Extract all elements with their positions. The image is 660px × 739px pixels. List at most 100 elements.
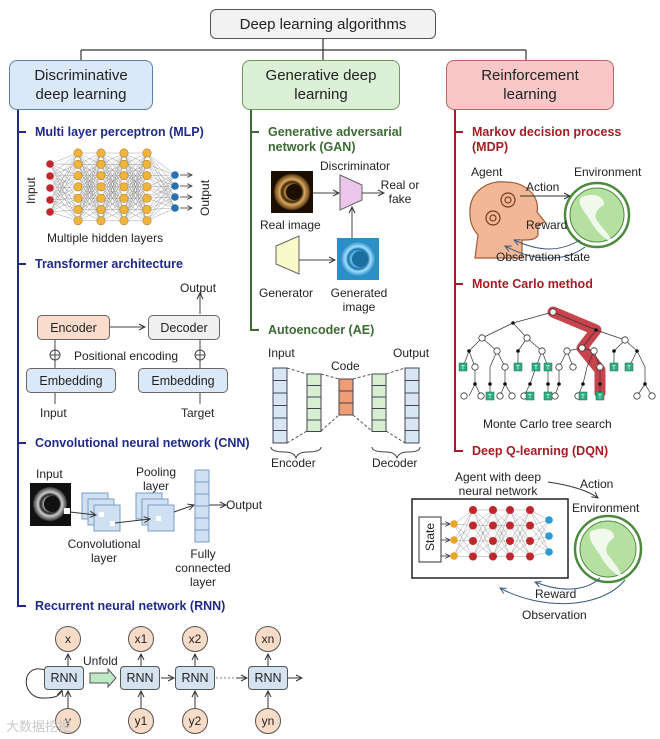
- tree-node-filled: [635, 349, 639, 353]
- net-edge: [472, 525, 494, 557]
- tree-node-open: [551, 392, 559, 400]
- tree-node-filled: [516, 349, 520, 353]
- net-edge: [453, 525, 474, 557]
- net-edge: [529, 525, 550, 553]
- net-edge: [146, 207, 176, 221]
- section-title-mlp: Multi layer perceptron (MLP): [35, 125, 204, 139]
- rnn-input-node: y: [55, 708, 81, 734]
- section-title-rnn: Recurrent neural network (RNN): [35, 599, 226, 613]
- net-node: [96, 148, 106, 158]
- ae-input-layer: [272, 367, 288, 381]
- tree-node-open: [596, 363, 604, 371]
- net-node: [119, 182, 129, 192]
- cnn-diagram: [30, 469, 226, 543]
- rnn-cell: RNN: [44, 666, 84, 690]
- dqn-reward-label: Reward: [535, 587, 577, 601]
- tree-node-filled: [467, 349, 471, 353]
- mdp-environment-label: Environment: [574, 165, 642, 179]
- net-edge: [49, 198, 79, 213]
- net-edge: [49, 152, 79, 165]
- net-node: [73, 216, 83, 226]
- mlp-output-label: Output: [198, 179, 212, 216]
- ae-output-layer: [404, 405, 420, 419]
- section-title-gan: Generative adversarial network (GAN): [268, 125, 402, 155]
- terminal-node-label: T: [546, 395, 550, 401]
- ae-input-layer: [272, 380, 288, 394]
- mdp-diagram: [469, 181, 631, 259]
- terminal-node-label: T: [581, 395, 585, 401]
- tree-node-open: [569, 363, 577, 371]
- ae-decoder-label: Decoder: [372, 456, 418, 470]
- ae-encoder-label: Encoder: [271, 456, 316, 470]
- net-edge: [146, 174, 176, 221]
- net-edge: [146, 174, 176, 188]
- discriminator-shape: [339, 174, 363, 211]
- net-edge: [49, 152, 79, 189]
- net-edge: [453, 540, 474, 557]
- dqn-agent-line: neural network: [458, 484, 538, 498]
- net-node: [142, 182, 152, 192]
- section-title-mdp: Markov decision process (MDP): [472, 125, 621, 155]
- rnn-output-node: xn: [255, 626, 281, 652]
- net-node: [73, 205, 83, 214]
- fc-line: Fully: [190, 547, 216, 561]
- mcts-caption: Monte Carlo tree search: [483, 417, 612, 431]
- pooling-line: layer: [142, 479, 169, 493]
- tree-node-filled: [581, 382, 585, 386]
- generated-image-label: Generated image: [326, 286, 392, 314]
- net-edge: [49, 199, 79, 210]
- conv-line: layer: [90, 551, 117, 565]
- transformer-input-label: Input: [40, 406, 67, 420]
- tree-edge: [595, 329, 626, 341]
- net-node: [469, 552, 477, 561]
- net-node: [142, 205, 152, 214]
- rnn-cell: RNN: [248, 666, 288, 690]
- rnn-output-node: x1: [128, 626, 154, 652]
- real-or-fake-label: Real or fake: [378, 178, 422, 206]
- fc-layer-label: Fully connected layer: [172, 547, 234, 589]
- net-edge: [492, 509, 511, 557]
- branch-tick: [17, 263, 26, 265]
- net-node: [489, 521, 497, 530]
- net-edge: [49, 164, 79, 177]
- tree-node-filled: [503, 382, 507, 386]
- terminal-node-label: T: [488, 395, 492, 401]
- net-node: [171, 182, 179, 190]
- mdp-agent-label: Agent: [471, 165, 503, 179]
- watermark: 大数据挖掘: [6, 719, 72, 734]
- net-node: [526, 552, 534, 561]
- terminal-node-label: T: [461, 366, 465, 372]
- tree-edge: [552, 311, 597, 331]
- embedding-target-block: Embedding: [138, 368, 228, 393]
- tree-node-open: [501, 363, 509, 371]
- terminal-node-label: T: [598, 395, 602, 401]
- ae-connector: [286, 430, 308, 444]
- terminal-node-label: T: [528, 395, 532, 401]
- encoder-brace: [270, 446, 322, 460]
- net-edge: [100, 152, 125, 188]
- net-edge: [77, 175, 102, 221]
- tree-edge: [636, 350, 646, 368]
- net-node: [469, 506, 477, 514]
- ae-input-layer: [272, 430, 288, 444]
- transformer-target-label: Target: [181, 406, 215, 420]
- ae-code-layer: [338, 390, 354, 404]
- net-edge: [49, 163, 79, 221]
- category-label: Discriminative: [34, 67, 128, 84]
- net-edge: [49, 187, 79, 221]
- terminal-node: [595, 391, 605, 401]
- net-edge: [49, 186, 79, 201]
- net-edge: [49, 163, 79, 188]
- mlp-input-label: Input: [24, 177, 38, 204]
- net-node: [171, 193, 179, 201]
- embedding-input-block: Embedding: [26, 368, 116, 393]
- tree-node-open: [578, 344, 586, 352]
- net-edge: [146, 196, 176, 221]
- mdp-reward-label: Reward: [526, 218, 568, 232]
- net-node: [469, 537, 477, 545]
- ae-output-layer: [404, 392, 420, 406]
- conv-layer-label: Convolutional layer: [60, 537, 148, 565]
- net-node: [73, 193, 83, 203]
- rnn-connectors: [25, 654, 302, 708]
